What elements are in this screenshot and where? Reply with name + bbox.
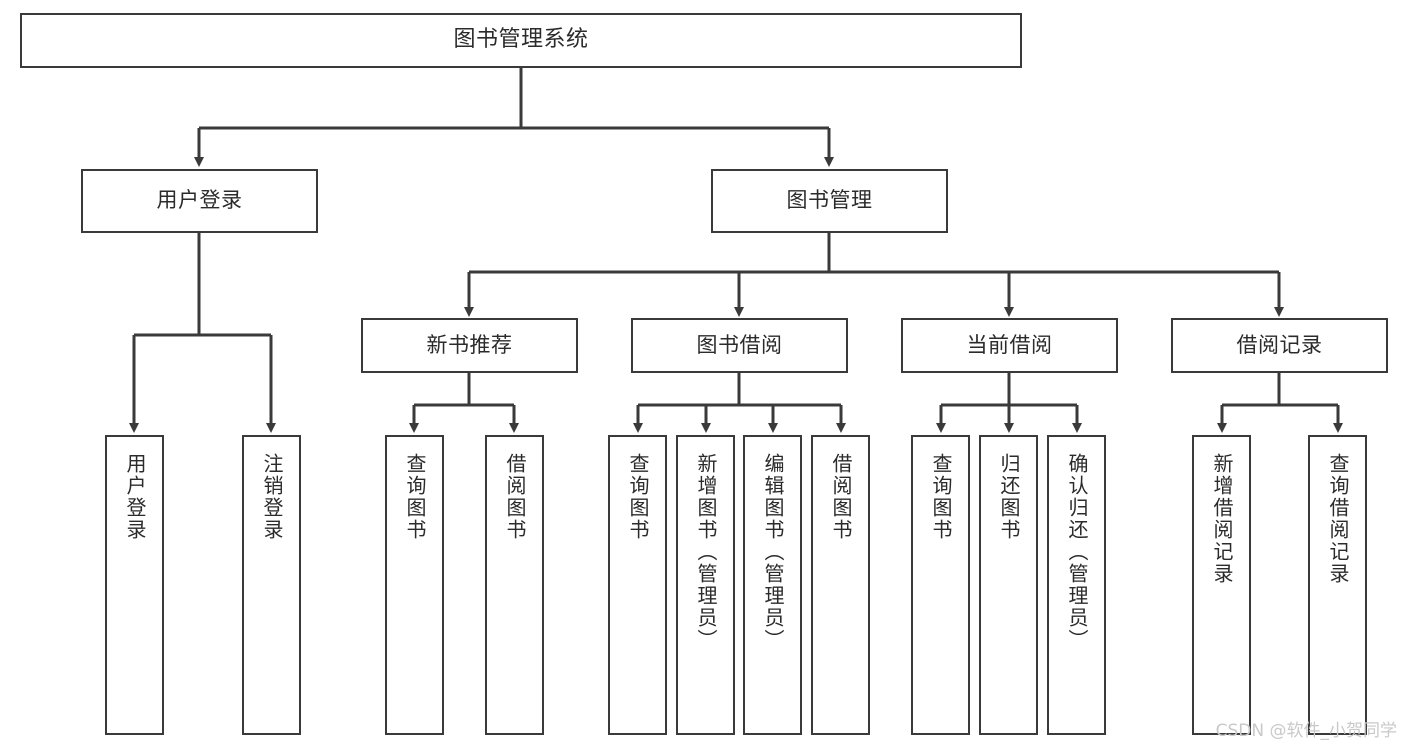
node-leaf-add-book[interactable]: 新增图书（管理员） (676, 435, 735, 735)
node-leaf-add-record[interactable]: 新增借阅记录 (1192, 435, 1251, 735)
node-borrow-record[interactable]: 借阅记录 (1171, 318, 1388, 373)
node-user-login[interactable]: 用户登录 (81, 169, 318, 233)
node-leaf-query-book-1[interactable]: 查询图书 (385, 435, 444, 735)
node-current-borrow-label: 当前借阅 (966, 332, 1053, 357)
node-book-borrow-label: 图书借阅 (696, 332, 783, 357)
node-leaf-query-book-3[interactable]: 查询图书 (911, 435, 970, 735)
node-leaf-query-book-2-label: 查询图书 (626, 453, 650, 541)
watermark: CSDN @软件_小贺同学 (1215, 721, 1397, 741)
node-current-borrow[interactable]: 当前借阅 (901, 318, 1118, 373)
node-new-book-recommend-label: 新书推荐 (426, 332, 513, 357)
node-borrow-record-label: 借阅记录 (1236, 332, 1323, 357)
node-leaf-borrow-book-2[interactable]: 借阅图书 (811, 435, 870, 735)
node-leaf-query-record[interactable]: 查询借阅记录 (1308, 435, 1367, 735)
node-leaf-confirm-return-label: 确认归还（管理员） (1065, 453, 1089, 651)
node-leaf-user-login[interactable]: 用户登录 (105, 435, 164, 735)
node-leaf-add-record-label: 新增借阅记录 (1210, 453, 1234, 585)
node-leaf-edit-book-label: 编辑图书（管理员） (761, 453, 785, 651)
node-leaf-return-book-label: 归还图书 (997, 453, 1021, 541)
node-book-borrow[interactable]: 图书借阅 (631, 318, 848, 373)
node-leaf-borrow-book-2-label: 借阅图书 (829, 453, 853, 541)
node-root[interactable]: 图书管理系统 (20, 13, 1022, 68)
node-leaf-return-book[interactable]: 归还图书 (979, 435, 1038, 735)
node-leaf-borrow-book-1[interactable]: 借阅图书 (485, 435, 544, 735)
node-user-login-label: 用户登录 (156, 188, 243, 213)
node-new-book-recommend[interactable]: 新书推荐 (361, 318, 578, 373)
node-leaf-user-login-label: 用户登录 (123, 453, 147, 541)
node-leaf-query-record-label: 查询借阅记录 (1326, 453, 1350, 585)
node-root-label: 图书管理系统 (453, 27, 589, 53)
node-leaf-user-logout-label: 注销登录 (260, 453, 284, 541)
node-leaf-confirm-return[interactable]: 确认归还（管理员） (1047, 435, 1106, 735)
node-leaf-query-book-2[interactable]: 查询图书 (608, 435, 667, 735)
node-leaf-query-book-3-label: 查询图书 (929, 453, 953, 541)
node-leaf-borrow-book-1-label: 借阅图书 (503, 453, 527, 541)
node-leaf-query-book-1-label: 查询图书 (403, 453, 427, 541)
node-leaf-add-book-label: 新增图书（管理员） (694, 453, 718, 651)
node-book-manage-label: 图书管理 (786, 188, 873, 213)
node-leaf-user-logout[interactable]: 注销登录 (242, 435, 301, 735)
node-book-manage[interactable]: 图书管理 (711, 169, 948, 233)
node-leaf-edit-book[interactable]: 编辑图书（管理员） (743, 435, 802, 735)
